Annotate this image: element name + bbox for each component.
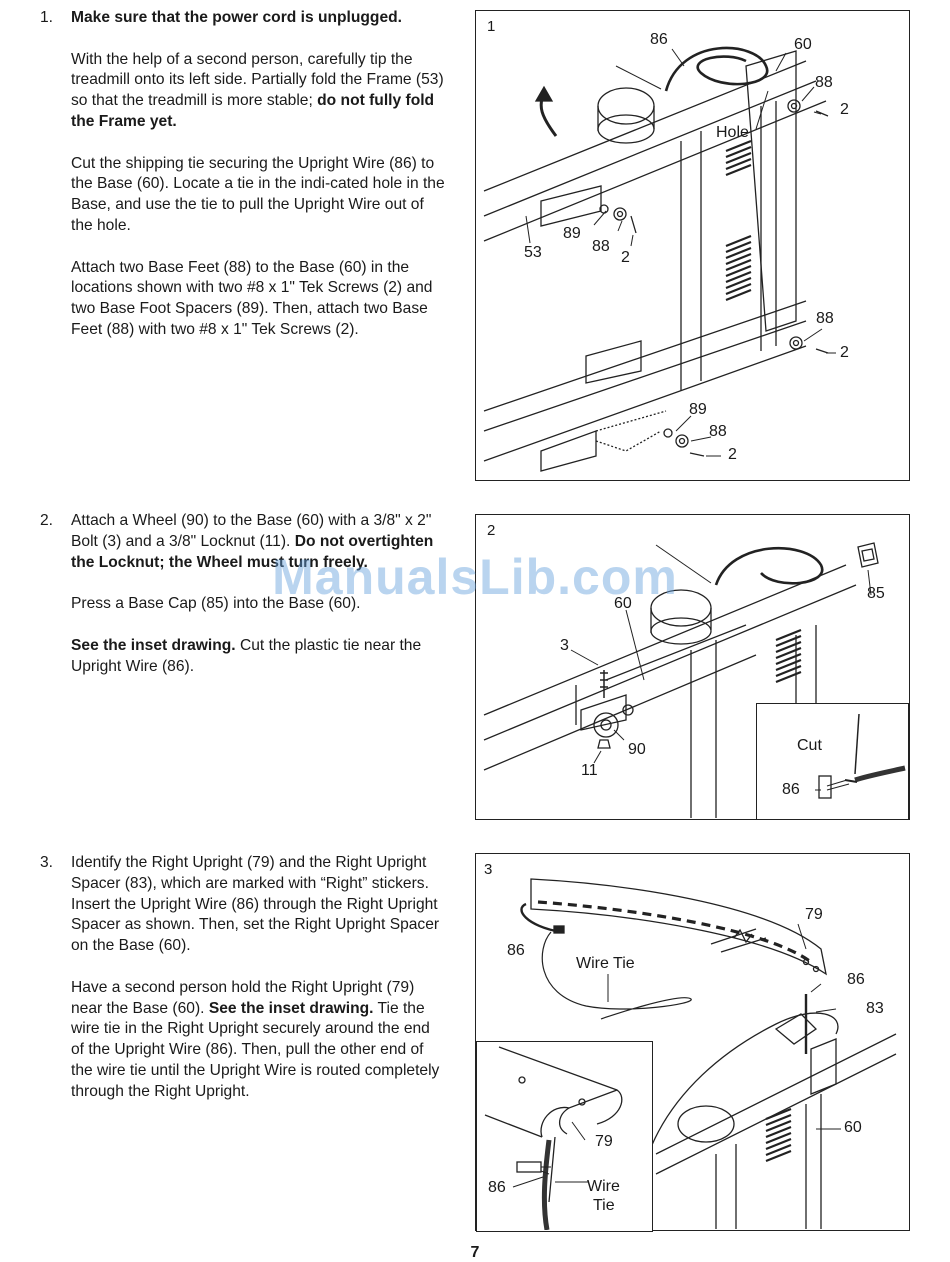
step-number: 2. <box>40 512 54 529</box>
callout-foot-spacer: 89 <box>563 225 581 242</box>
callout-upright-wire: 86 <box>488 1179 506 1196</box>
inset-drawing <box>815 713 906 799</box>
callout-wire-tie: Tie <box>593 1197 615 1214</box>
step-warning: Make sure that the power cord is unplugg… <box>71 9 402 26</box>
callout-base-foot: 88 <box>816 310 834 327</box>
callout-base-foot: 88 <box>592 238 610 255</box>
callout-upright-wire: 86 <box>650 31 668 48</box>
callout-wire-tie: Wire Tie <box>576 955 635 972</box>
figure-2: 2 60 85 3 90 11 Cut 86 <box>475 514 910 820</box>
callout-upright-wire: 86 <box>507 942 525 959</box>
step-body: Identify the Right Upright (79) and the … <box>71 853 446 1123</box>
callout-frame: 53 <box>524 244 542 261</box>
callout-base: 60 <box>844 1119 862 1136</box>
figure-number: 1 <box>487 18 496 35</box>
callout-base: 60 <box>794 36 812 53</box>
figure-number: 2 <box>487 522 496 539</box>
figure-number: 3 <box>484 861 493 878</box>
step-warning: do not fully fold the Frame yet. <box>71 92 435 130</box>
callout-upright-spacer: 83 <box>866 1000 884 1017</box>
step-text: Attach a Wheel (90) to the Base (60) wit… <box>71 512 432 550</box>
step-text: Press a Base Cap (85) into the Base (60)… <box>71 595 361 613</box>
figure-1: 1 86 60 88 2 Hole 89 88 2 53 88 2 89 88 … <box>475 10 910 481</box>
callout-upright-wire: 86 <box>782 781 800 798</box>
callout-base-cap: 85 <box>867 585 885 602</box>
callout-wheel: 90 <box>628 741 646 758</box>
step-emphasis: See the inset drawing. <box>71 636 236 654</box>
callout-foot-spacer: 89 <box>689 401 707 418</box>
figure-1-drawing <box>483 46 836 472</box>
callout-cut: Cut <box>797 737 822 754</box>
step-number: 1. <box>40 9 54 26</box>
callout-tek-screw: 2 <box>840 101 849 118</box>
step-number: 3. <box>40 854 54 871</box>
callout-tek-screw: 2 <box>621 249 630 266</box>
callout-wire-tie: Wire <box>587 1178 620 1195</box>
figure-2-drawing <box>483 542 879 818</box>
callout-tek-screw: 2 <box>728 446 737 463</box>
callout-right-upright: 79 <box>805 906 823 923</box>
step-text: Cut the plastic tie near the Upright Wir… <box>71 636 422 675</box>
callout-bolt: 3 <box>560 637 569 654</box>
step-text: Have a second person hold the Right Upri… <box>71 978 415 1017</box>
step-body: Make sure that the power cord is unplugg… <box>71 8 446 362</box>
watermark: ManualsLib.com <box>272 549 678 605</box>
inset-drawing <box>484 1046 623 1230</box>
callout-hole: Hole <box>716 124 749 141</box>
step-text: With the help of a second person, carefu… <box>71 50 444 110</box>
step-text: Cut the shipping tie securing the Uprigh… <box>71 154 445 234</box>
page-number: 7 <box>470 1244 480 1261</box>
callout-locknut: 11 <box>581 762 598 779</box>
step-text: Tie the wire tie in the Right Upright se… <box>71 999 440 1100</box>
callout-tek-screw: 2 <box>840 344 849 361</box>
figure-3-inset: 79 86 Wire Tie <box>476 1041 653 1232</box>
callout-base-foot: 88 <box>709 423 727 440</box>
step-warning: Do not overtighten the Locknut; the Whee… <box>71 532 434 571</box>
callout-base: 60 <box>614 595 632 612</box>
callout-right-upright: 79 <box>595 1133 613 1150</box>
figure-2-inset: Cut 86 <box>756 703 909 820</box>
callout-base-foot: 88 <box>815 74 833 91</box>
step-text: Identify the Right Upright (79) and the … <box>71 854 440 955</box>
step-emphasis: See the inset drawing. <box>208 999 374 1017</box>
callout-upright-wire: 86 <box>847 971 865 988</box>
step-text: Attach two Base Feet (88) to the Base (6… <box>71 258 433 338</box>
step-body: Attach a Wheel (90) to the Base (60) wit… <box>71 511 446 698</box>
figure-3: 3 79 86 Wire Tie 86 83 60 79 86 Wire Tie <box>475 853 910 1232</box>
